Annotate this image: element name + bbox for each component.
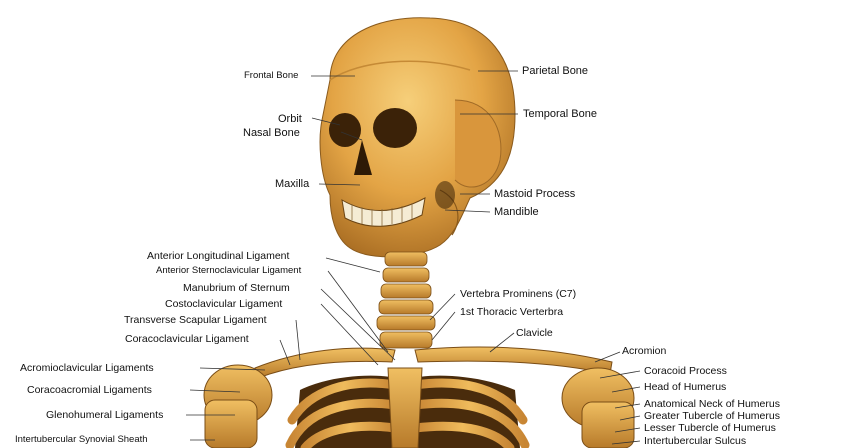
label-intertubercular-synovial-sheath: Intertubercular Synovial Sheath [15,434,148,445]
rib-cage [285,367,530,448]
label-costoclavicular-ligament: Costoclavicular Ligament [165,298,283,310]
label-vertebra-prominens: Vertebra Prominens (C7) [460,288,577,300]
shoulders [203,364,635,448]
label-temporal-bone: Temporal Bone [523,108,597,120]
label-maxilla: Maxilla [275,178,310,190]
label-frontal-bone: Frontal Bone [244,70,299,81]
label-coracoacromial-ligaments: Coracoacromial Ligaments [27,384,152,396]
label-mastoid-process: Mastoid Process [494,188,576,200]
label-lesser-tubercle-of-humerus: Lesser Tubercle of Humerus [644,422,776,434]
label-mandible: Mandible [494,206,539,218]
leader-lines [186,70,641,445]
label-head-of-humerus: Head of Humerus [644,381,727,393]
skull [319,17,516,258]
label-coracoid-process: Coracoid Process [644,365,727,377]
label-greater-tubercle-of-humerus: Greater Tubercle of Humerus [644,410,780,422]
cervical-spine [376,251,436,349]
label-manubrium-of-sternum: Manubrium of Sternum [183,282,290,294]
label-transverse-scapular-ligament: Transverse Scapular Ligament [124,314,267,326]
label-anterior-sternoclavicular-ligament: Anterior Sternoclavicular Ligament [156,265,302,276]
label-clavicle: Clavicle [516,327,553,339]
label-acromion: Acromion [622,345,667,357]
clavicles [254,346,613,379]
label-first-thoracic-vertebra: 1st Thoracic Verterbra [460,306,564,318]
label-glenohumeral-ligaments: Glenohumeral Ligaments [46,409,164,421]
label-coracoclavicular-ligament: Coracoclavicular Ligament [125,333,249,345]
label-nasal-bone: Nasal Bone [243,127,300,139]
label-acromioclavicular-ligaments: Acromioclavicular Ligaments [20,362,154,374]
label-anatomical-neck-of-humerus: Anatomical Neck of Humerus [644,398,780,410]
label-parietal-bone: Parietal Bone [522,65,589,77]
label-intertubercular-sulcus: Intertubercular Sulcus [644,435,747,447]
label-orbit: Orbit [278,113,302,125]
label-anterior-longitudinal-ligament: Anterior Longitudinal Ligament [147,250,290,262]
